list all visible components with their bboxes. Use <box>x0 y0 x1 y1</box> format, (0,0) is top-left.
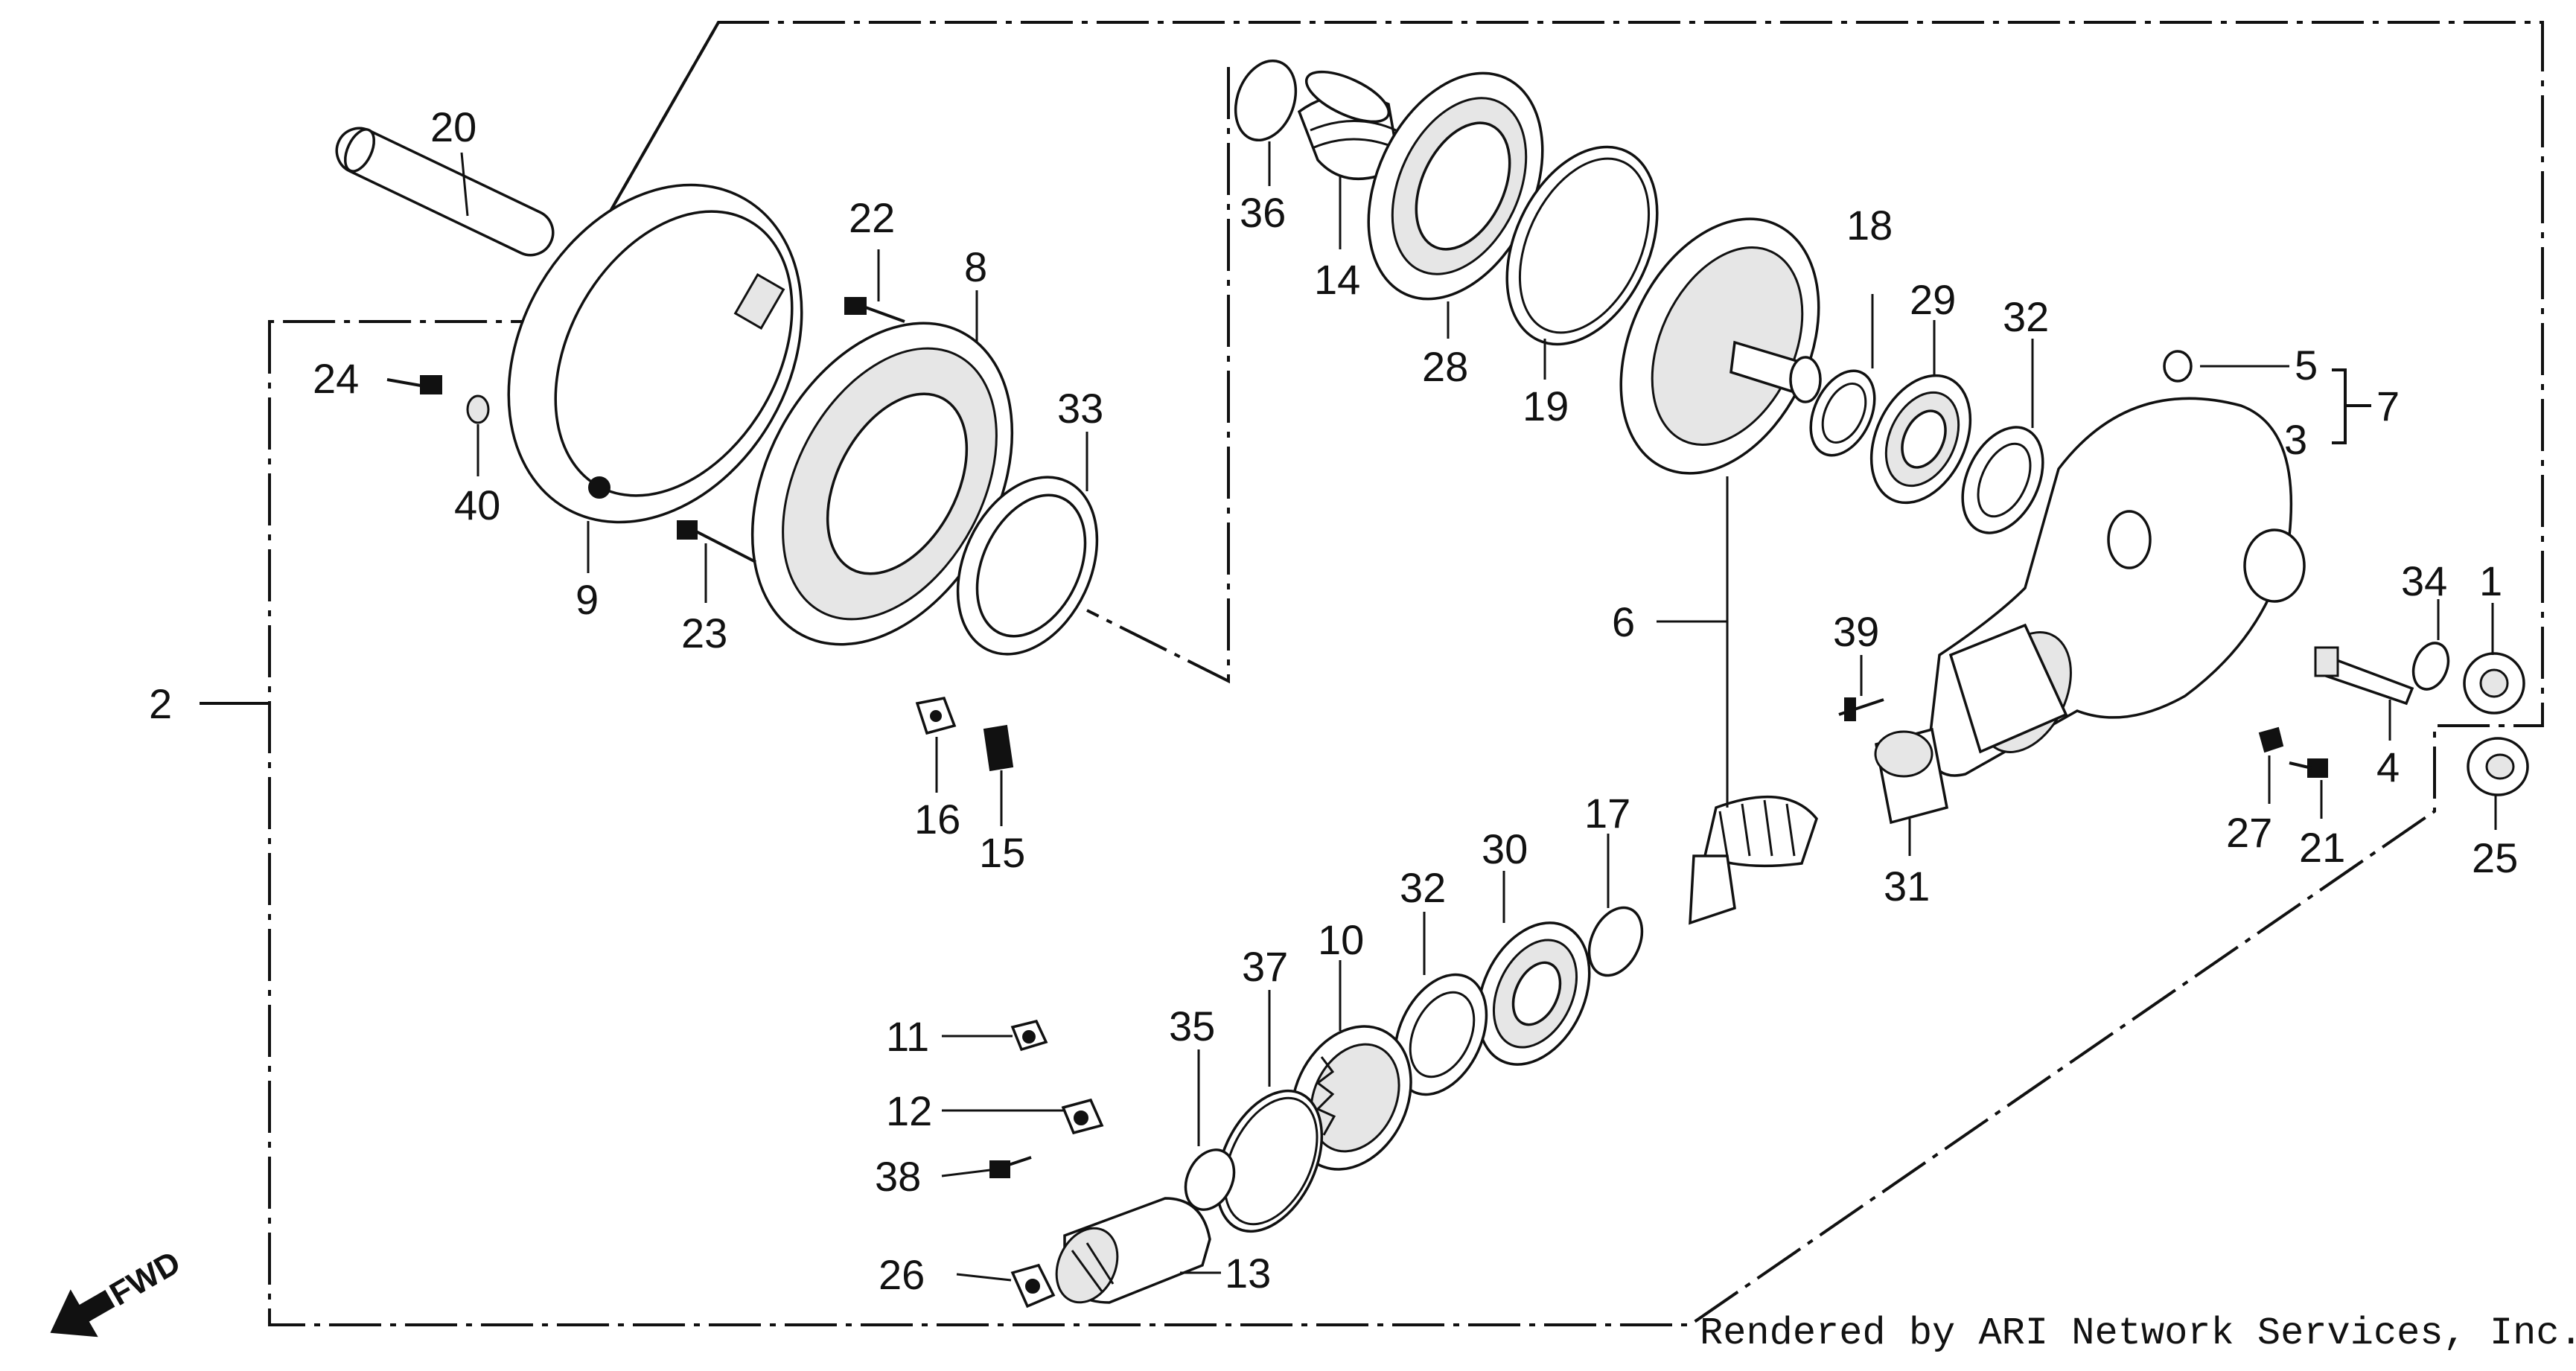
part-36-circlip <box>1234 59 1298 142</box>
assembly-group-outline <box>268 21 2544 1326</box>
callout-30: 30 <box>1482 825 1528 872</box>
callout-40: 40 <box>454 482 500 528</box>
callout-34: 34 <box>2401 557 2447 604</box>
callout-31: 31 <box>1884 863 1930 910</box>
part-11-nut <box>1010 1019 1048 1052</box>
callout-20: 20 <box>430 103 476 150</box>
callout-22: 22 <box>849 194 895 241</box>
callout-14: 14 <box>1314 256 1360 303</box>
callout-5: 5 <box>2295 342 2318 389</box>
part-24-bolt <box>386 375 442 394</box>
part-34-ring <box>2411 642 2450 691</box>
callout-12: 12 <box>886 1087 932 1134</box>
part-33-seal <box>956 476 1099 656</box>
render-credit: Rendered by ARI Network Services, Inc. <box>1700 1311 2576 1355</box>
bracket-7 <box>2332 368 2371 444</box>
part-31-needle-bearing <box>1874 727 1949 825</box>
part-16-plate <box>915 697 957 735</box>
leader-20 <box>460 152 469 217</box>
part-13-joint <box>1055 1197 1211 1304</box>
callout-8: 8 <box>964 243 987 290</box>
callout-19: 19 <box>1523 383 1569 429</box>
part-26-nut <box>1010 1263 1056 1308</box>
part-15-clip <box>983 724 1014 772</box>
forward-direction-indicator: FWD <box>50 1244 187 1338</box>
part-32-oil-seal-upper <box>1961 426 2044 534</box>
callout-28: 28 <box>1422 343 1468 390</box>
part-18-washer <box>1809 369 1876 457</box>
callout-32-upper: 32 <box>2003 293 2049 340</box>
arrow-left-icon <box>50 1289 115 1338</box>
callout-15: 15 <box>979 829 1025 876</box>
callout-38: 38 <box>875 1153 921 1200</box>
part-29-bearing <box>1869 374 1972 505</box>
callout-10: 10 <box>1318 916 1364 963</box>
callout-32-lower: 32 <box>1400 864 1446 911</box>
part-19-ring <box>1505 145 1659 346</box>
part-30-bearing <box>1476 921 1591 1066</box>
part-25-cap <box>2467 737 2529 796</box>
part-35-ring <box>1184 1148 1236 1211</box>
part-4-cam <box>2314 646 2414 706</box>
subgroup-outline <box>546 22 1230 684</box>
part-37-o-ring <box>1215 1089 1324 1233</box>
callout-21: 21 <box>2299 824 2345 871</box>
callout-36: 36 <box>1240 189 1286 236</box>
callout-7: 7 <box>2376 383 2400 429</box>
callout-35: 35 <box>1169 1003 1215 1049</box>
part-38-screw <box>989 1156 1032 1178</box>
leader-38 <box>941 1169 991 1177</box>
part-6-ring-gear <box>1619 217 1822 475</box>
part-23-bolt <box>677 520 756 563</box>
callout-1: 1 <box>2479 557 2502 604</box>
fwd-label: FWD <box>103 1244 186 1313</box>
part-40-washer <box>466 394 490 424</box>
callout-3: 3 <box>2284 416 2307 463</box>
callout-39: 39 <box>1833 608 1879 655</box>
part-14-boot <box>1297 70 1401 181</box>
part-17-circlip <box>1587 906 1644 977</box>
callout-6: 6 <box>1612 598 1635 645</box>
part-1-cap <box>2463 652 2525 715</box>
callout-27: 27 <box>2226 809 2272 856</box>
callout-26: 26 <box>879 1251 925 1298</box>
final-gear-case <box>1927 397 2306 777</box>
callout-9: 9 <box>576 576 599 623</box>
part-12-nut <box>1061 1098 1104 1135</box>
part-22-bolt <box>844 297 905 323</box>
part-28-bearing <box>1367 71 1544 301</box>
part-39-stud <box>1838 697 1884 721</box>
leader-26 <box>956 1273 1012 1282</box>
callout-24: 24 <box>313 355 359 402</box>
callout-33: 33 <box>1057 385 1103 432</box>
part-9-brake-ring <box>507 183 803 524</box>
part-32-oil-seal-lower <box>1393 973 1488 1096</box>
callout-4: 4 <box>2376 744 2400 790</box>
callout-25: 25 <box>2472 834 2518 881</box>
callout-29: 29 <box>1910 276 1956 323</box>
callout-11: 11 <box>886 1013 929 1060</box>
callout-2: 2 <box>149 680 172 727</box>
callout-16: 16 <box>914 796 960 843</box>
part-20-pin <box>335 127 555 257</box>
callout-37: 37 <box>1242 943 1288 990</box>
callout-18: 18 <box>1846 202 1893 249</box>
callout-23: 23 <box>681 610 727 656</box>
part-27-nut <box>2258 726 2284 753</box>
part-5-cap <box>2163 350 2193 383</box>
part-8-brake-panel <box>750 322 1014 646</box>
part-21-bolt <box>2289 758 2328 778</box>
callout-17: 17 <box>1584 790 1630 837</box>
part-10-gear <box>1290 1025 1412 1171</box>
part-6-pinion <box>1689 795 1818 925</box>
callout-13: 13 <box>1225 1250 1271 1297</box>
